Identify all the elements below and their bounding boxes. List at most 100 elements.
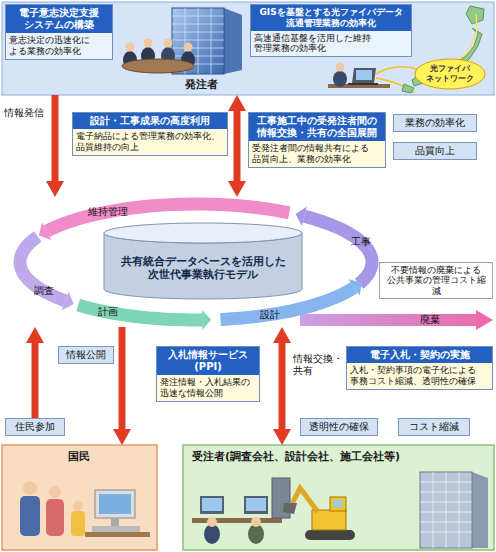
box-body: 電子納品による管理業務の効率化、 品質維持の向上: [73, 129, 227, 155]
person-head: [251, 517, 261, 527]
tower-front: [420, 472, 472, 548]
ellipse-fill: [415, 59, 485, 89]
child-head: [73, 501, 83, 511]
box-text: 不要情報の廃棄による 公共事業の管理コスト縮減: [380, 263, 492, 298]
person-body: [333, 71, 347, 87]
person-head: [184, 43, 193, 52]
panel-label: 国民: [68, 450, 90, 463]
effect-box: 透明性の確保: [300, 418, 378, 436]
ring-segment: [78, 305, 202, 320]
map-hokkaido: [466, 6, 484, 24]
excavator-illustration: [283, 488, 355, 540]
initiative-box: 電子入札・契約の実施入札・契約事項の電子化による 事務コスト縮減、透明性の確保: [346, 346, 493, 390]
disposal-arrow: [300, 310, 493, 330]
edge-label: 情報発信: [3, 107, 45, 119]
box-text: 情報公開: [59, 347, 113, 363]
person-head: [164, 39, 173, 48]
edge-label: 情報交換・共有: [292, 353, 346, 377]
cab-window: [333, 500, 343, 507]
tower-windows: [420, 472, 472, 548]
flow-arrow: [279, 343, 286, 429]
box-heading: 電子入札・契約の実施: [347, 347, 492, 363]
flow-arrow: [52, 95, 59, 181]
box-text: 住民参加: [6, 419, 64, 435]
flow-arrow: [32, 343, 39, 418]
monitor-screen: [246, 498, 266, 511]
box-heading: GISを基盤とする光ファイバデータ 流通管理業務の効率化: [251, 5, 411, 31]
box-body: 発注情報・入札結果の 迅速な情報公開: [157, 375, 259, 401]
mother-head: [49, 486, 61, 498]
ring-arrow-head: [202, 310, 211, 330]
ring-arrow-head: [62, 291, 74, 310]
box-text: 業務の効率化: [394, 115, 476, 131]
building-side: [224, 8, 242, 74]
panel-label: 受注者(調査会社、設計会社、施工会社等): [192, 450, 400, 463]
network-label: 光ファイバ ネットワーク: [424, 64, 476, 83]
initiative-box: 入札情報サービス (PPI)発注情報・入札結果の 迅速な情報公開: [156, 346, 260, 402]
ring-segment: [304, 216, 372, 283]
person-head: [126, 43, 135, 52]
database-label: 共有統合データベースを活用した 次世代事業執行モデル: [112, 255, 294, 281]
desk: [85, 532, 150, 537]
child-body: [71, 511, 85, 536]
tower-side: [472, 472, 488, 548]
monitor: [200, 496, 224, 514]
laptop-base: [348, 83, 378, 85]
network-ellipse: 光ファイバ ネットワーク: [414, 58, 486, 90]
monitor-stand: [111, 518, 119, 526]
japan-map: [402, 6, 484, 93]
note-box: 不要情報の廃棄による 公共事業の管理コスト縮減: [379, 262, 493, 299]
ring-segment: [20, 237, 65, 301]
person-head: [336, 63, 345, 72]
database-cylinder: 共有統合データベースを活用した 次世代事業執行モデル: [103, 222, 303, 300]
flow-arrow: [234, 111, 241, 181]
person-head: [207, 517, 217, 527]
contractor-panel-ground: [183, 445, 494, 550]
excavator-cab: [330, 497, 346, 511]
box-heading: 電子意志決定支援 システムの構築: [6, 5, 112, 33]
disposal-head: [476, 310, 493, 330]
effect-box: 情報公開: [58, 346, 114, 364]
initiative-box: 電子意志決定支援 システムの構築意志決定の迅速化に よる業務の効率化: [5, 4, 113, 60]
monitor: [244, 496, 268, 514]
ring-arrow-head: [349, 279, 362, 296]
laptop-screen: [356, 70, 372, 80]
meeting-people: [122, 39, 195, 74]
panel-label: 発注者: [185, 78, 218, 91]
ring-arrow-head: [39, 222, 52, 240]
cylinder-top: [104, 223, 302, 243]
monitor-screen: [202, 498, 222, 511]
flow-arrow: [119, 327, 126, 429]
office-illustration: [192, 478, 290, 544]
desk: [192, 518, 282, 523]
mother-body: [46, 499, 64, 536]
box-heading: 工事施工中の受発注者間の 情報交換・共有の全国展開: [249, 113, 385, 141]
phase-label: 工事: [351, 236, 371, 248]
monitor: [95, 490, 135, 518]
phase-label: 調査: [34, 285, 54, 297]
box-text: 品質向上: [394, 143, 476, 159]
box-heading: 入札情報サービス (PPI): [157, 347, 259, 375]
ring-arrow-head: [296, 207, 307, 226]
box-text: 透明性の確保: [301, 419, 377, 435]
family-illustration: [20, 481, 150, 537]
excavator-track: [305, 530, 355, 540]
initiative-box: GISを基盤とする光ファイバデータ 流通管理業務の効率化高速通信基盤を活用した維…: [250, 4, 412, 57]
box-body: 高速通信基盤を活用した維持 管理業務の効率化: [251, 31, 411, 57]
monitor-screen: [99, 494, 131, 514]
box-body: 入札・契約事項の電子化による 事務コスト縮減、透明性の確保: [347, 363, 492, 389]
excavator-bucket: [283, 503, 297, 514]
tower-illustration: [420, 472, 488, 548]
effect-box: 業務の効率化: [393, 114, 477, 132]
person-head: [144, 39, 153, 48]
client-panel-ground: [2, 2, 494, 95]
box-body: 受発注者間の情報共有による 品質向上、業務の効率化: [249, 141, 385, 167]
box-heading: 設計・工事成果の高度利用: [73, 113, 227, 129]
box-body: 意志決定の迅速化に よる業務の効率化: [6, 33, 112, 59]
initiative-box: 設計・工事成果の高度利用電子納品による管理業務の効率化、 品質維持の向上: [72, 112, 228, 156]
effect-box: 品質向上: [393, 142, 477, 160]
contractor-panel: 受注者(調査会社、設計会社、施工会社等): [183, 445, 494, 550]
effect-box: コスト縮減: [398, 418, 470, 436]
